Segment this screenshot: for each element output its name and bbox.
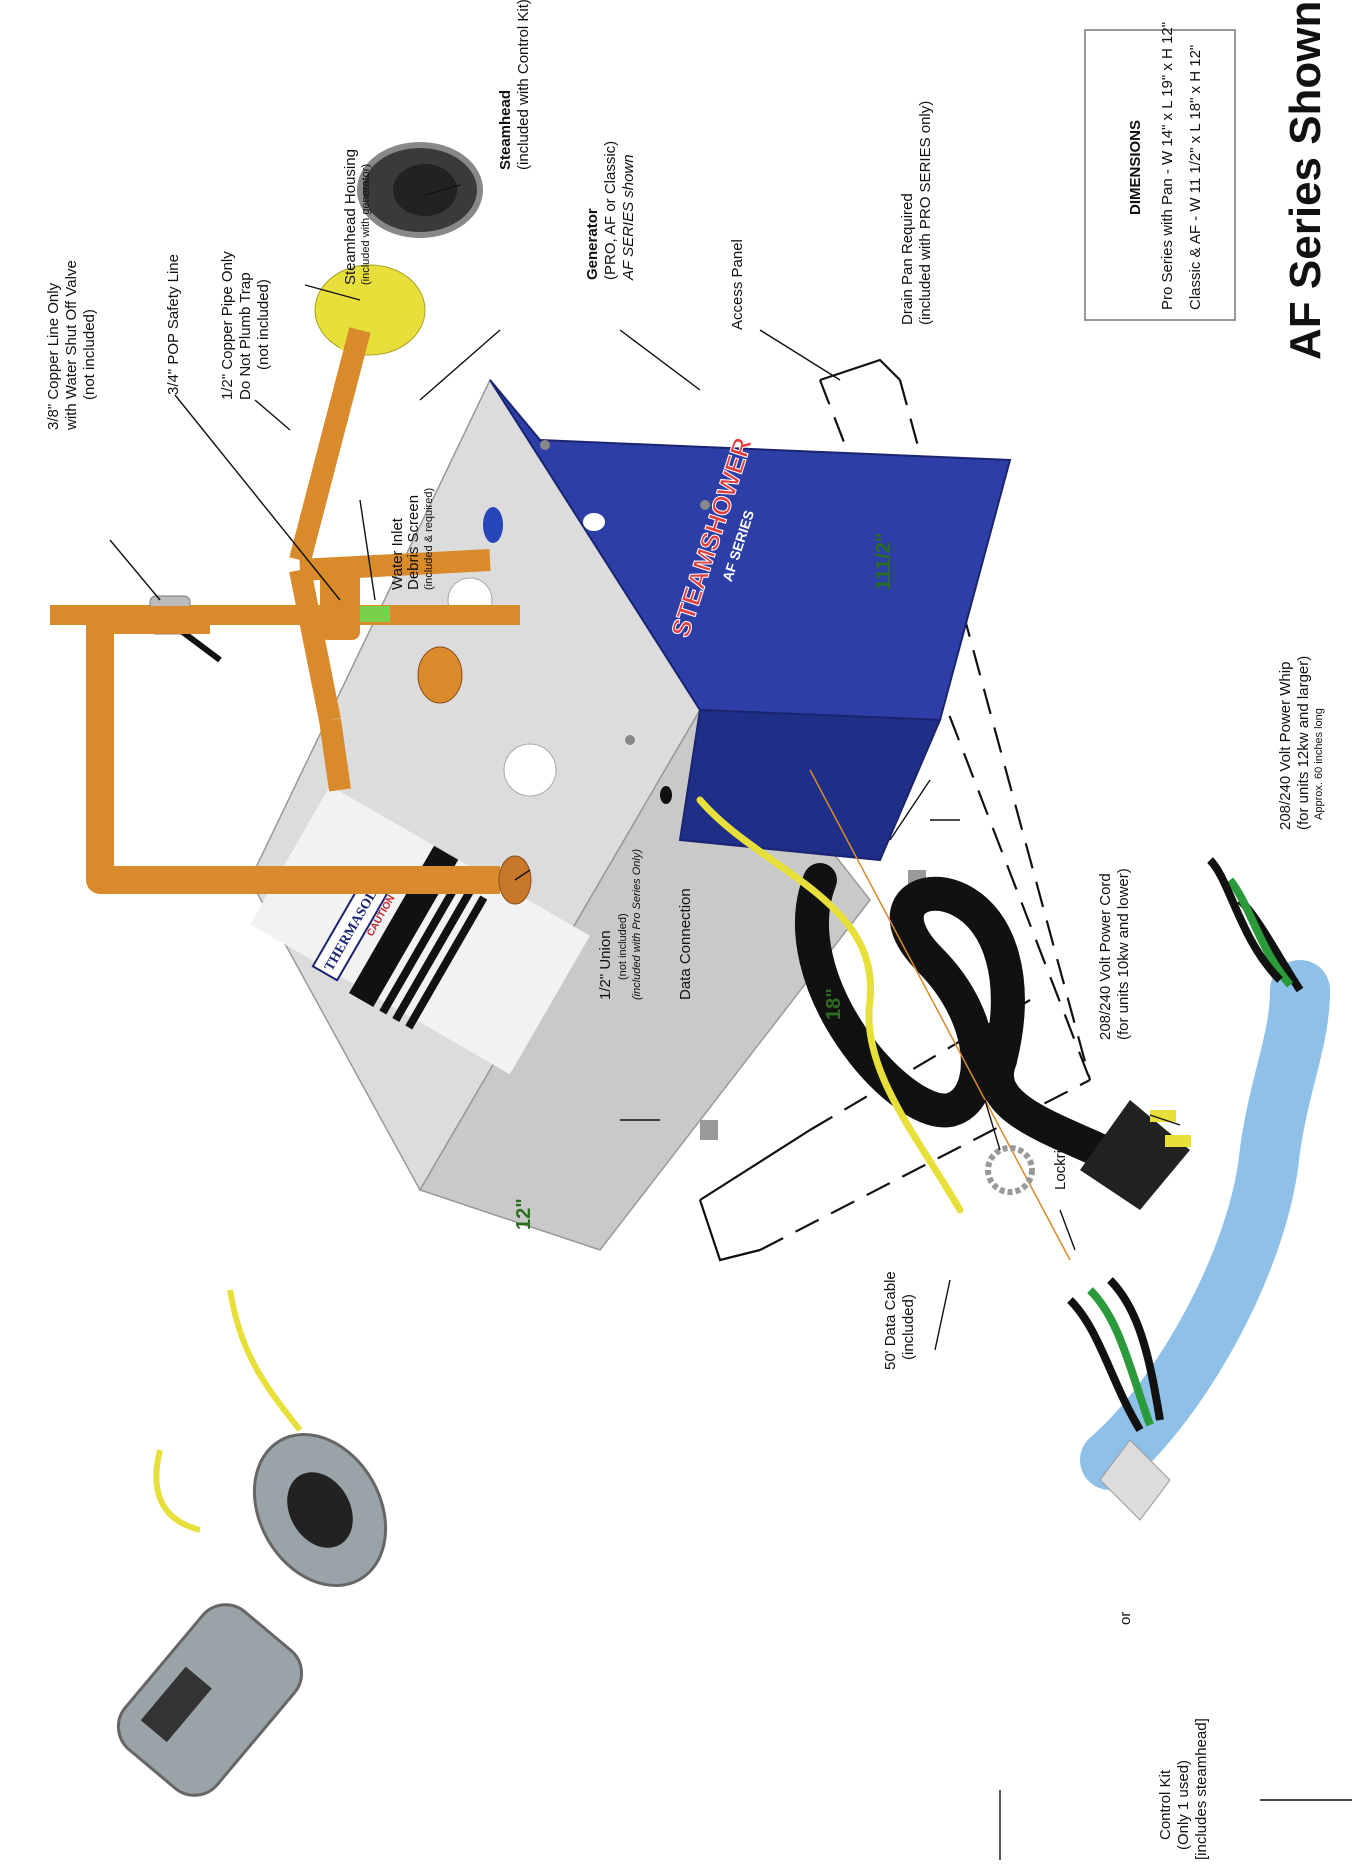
svg-text:Lockring: Lockring xyxy=(1052,1133,1069,1190)
svg-text:208/240 Volt Power Cord: 208/240 Volt Power Cord xyxy=(1097,873,1114,1040)
label-steamhead-housing: Steamhead Housing (included with generat… xyxy=(342,149,372,285)
leader-lines xyxy=(109,184,1352,1860)
svg-text:AF SERIES shown: AF SERIES shown xyxy=(620,154,637,281)
svg-text:Water Inlet: Water Inlet xyxy=(389,517,406,590)
svg-text:(not included): (not included) xyxy=(81,309,98,400)
label-pop-line: 3/4" POP Safety Line xyxy=(165,254,182,395)
dimensions-box: DIMENSIONS Pro Series with Pan - W 14" x… xyxy=(1084,22,1236,321)
power-cord xyxy=(795,863,1191,1210)
label-power-whip: 208/240 Volt Power Whip (for units 12kw … xyxy=(1277,656,1325,830)
svg-text:Drain Pan Required: Drain Pan Required xyxy=(899,193,916,325)
svg-text:(not included): (not included) xyxy=(617,913,629,980)
generator-box: CAUTION THERMASOL STEAMSHOWER AF SERIES xyxy=(249,378,1012,1251)
label-copper-line: 3/8" Copper Line Only with Water Shut Of… xyxy=(45,260,98,431)
label-steamhead: Steamhead (included with Control Kit) xyxy=(497,0,532,170)
dimensions-pro: Pro Series with Pan - W 14" x L 19" x H … xyxy=(1159,22,1176,310)
data-cable xyxy=(696,796,964,1214)
svg-text:Generator: Generator xyxy=(584,208,601,280)
svg-text:(included with Control Kit): (included with Control Kit) xyxy=(515,0,532,170)
svg-text:Data Connection: Data Connection xyxy=(677,888,694,1000)
svg-text:(for units 12kw and larger): (for units 12kw and larger) xyxy=(1295,656,1312,830)
svg-text:or: or xyxy=(1117,1612,1134,1625)
svg-text:(included with generator): (included with generator) xyxy=(360,164,372,285)
svg-text:(not included): (not included) xyxy=(255,279,272,370)
label-generator: Generator (PRO, AF or Classic) AF SERIES… xyxy=(584,141,637,281)
steamhead xyxy=(357,142,483,238)
measure-length: 18" xyxy=(823,988,845,1020)
lockring xyxy=(985,1145,1035,1195)
svg-text:208/240 Volt Power Whip: 208/240 Volt Power Whip xyxy=(1277,662,1294,830)
svg-text:(included): (included) xyxy=(900,1294,917,1360)
svg-text:(for units 10kw and lower): (for units 10kw and lower) xyxy=(1115,868,1132,1040)
label-data-cable: 50' Data Cable (included) xyxy=(882,1271,917,1370)
control-kit-round xyxy=(227,1289,388,1587)
svg-text:[includes steamhead]: [includes steamhead] xyxy=(1193,1718,1210,1860)
svg-text:1/2" Union: 1/2" Union xyxy=(597,930,614,1000)
label-water-inlet: Water Inlet Debris Screen (included & re… xyxy=(389,488,435,590)
dimensions-classic: Classic & AF - W 11 1/2" x L 18" x H 12" xyxy=(1187,45,1204,310)
dimensions-heading: DIMENSIONS xyxy=(1127,120,1144,215)
svg-text:Access Panel: Access Panel xyxy=(729,239,746,330)
svg-text:18": 18" xyxy=(823,988,845,1020)
label-access-panel: Access Panel xyxy=(729,239,746,330)
svg-text:1/2" Copper Pipe Only: 1/2" Copper Pipe Only xyxy=(219,251,236,400)
svg-text:AF Series Shown: AF Series Shown xyxy=(1281,1,1330,360)
control-kit-rect xyxy=(116,1449,304,1797)
svg-text:(included & required): (included & required) xyxy=(423,488,435,590)
label-power-cord: 208/240 Volt Power Cord (for units 10kw … xyxy=(1097,868,1132,1040)
svg-text:Debris Screen: Debris Screen xyxy=(405,495,422,590)
label-data-connection: Data Connection xyxy=(677,888,694,1000)
svg-text:Steamhead: Steamhead xyxy=(497,90,514,170)
svg-text:(included with PRO SERIES only: (included with PRO SERIES only) xyxy=(917,101,934,325)
svg-text:Do Not Plumb Trap: Do Not Plumb Trap xyxy=(237,272,254,400)
measure-height: 12" xyxy=(513,1198,535,1230)
svg-text:Control Kit: Control Kit xyxy=(1157,1769,1174,1840)
svg-text:50' Data Cable: 50' Data Cable xyxy=(882,1271,899,1370)
label-copper-pipe: 1/2" Copper Pipe Only Do Not Plumb Trap … xyxy=(219,251,272,400)
svg-text:Approx. 60 inches long: Approx. 60 inches long xyxy=(1313,708,1325,820)
label-union: 1/2" Union (not included) (included with… xyxy=(597,849,643,1000)
label-drain-pan: Drain Pan Required (included with PRO SE… xyxy=(899,101,934,325)
copper-plumbing xyxy=(50,264,532,905)
power-whip xyxy=(1067,857,1330,1521)
label-control-kit: Control Kit (Only 1 used) [includes stea… xyxy=(1157,1718,1210,1860)
svg-text:Steamhead Housing: Steamhead Housing xyxy=(342,149,359,285)
svg-text:12": 12" xyxy=(513,1198,535,1230)
measure-width: 111/2" xyxy=(873,533,895,590)
svg-text:(included with Pro Series Only: (included with Pro Series Only) xyxy=(631,849,643,1000)
label-or: or xyxy=(1117,1612,1134,1625)
svg-text:111/2": 111/2" xyxy=(873,533,895,590)
label-lockring: Lockring xyxy=(1052,1133,1069,1190)
fall-arrows xyxy=(620,819,960,1121)
page-title: AF Series Shown xyxy=(1281,1,1330,360)
svg-text:3/4" POP Safety Line: 3/4" POP Safety Line xyxy=(165,254,182,395)
svg-text:(PRO, AF or Classic): (PRO, AF or Classic) xyxy=(602,141,619,280)
svg-text:3/8" Copper Line Only: 3/8" Copper Line Only xyxy=(45,282,62,430)
svg-text:with Water Shut Off Valve: with Water Shut Off Valve xyxy=(63,260,80,431)
svg-text:(Only 1 used): (Only 1 used) xyxy=(1175,1760,1192,1850)
